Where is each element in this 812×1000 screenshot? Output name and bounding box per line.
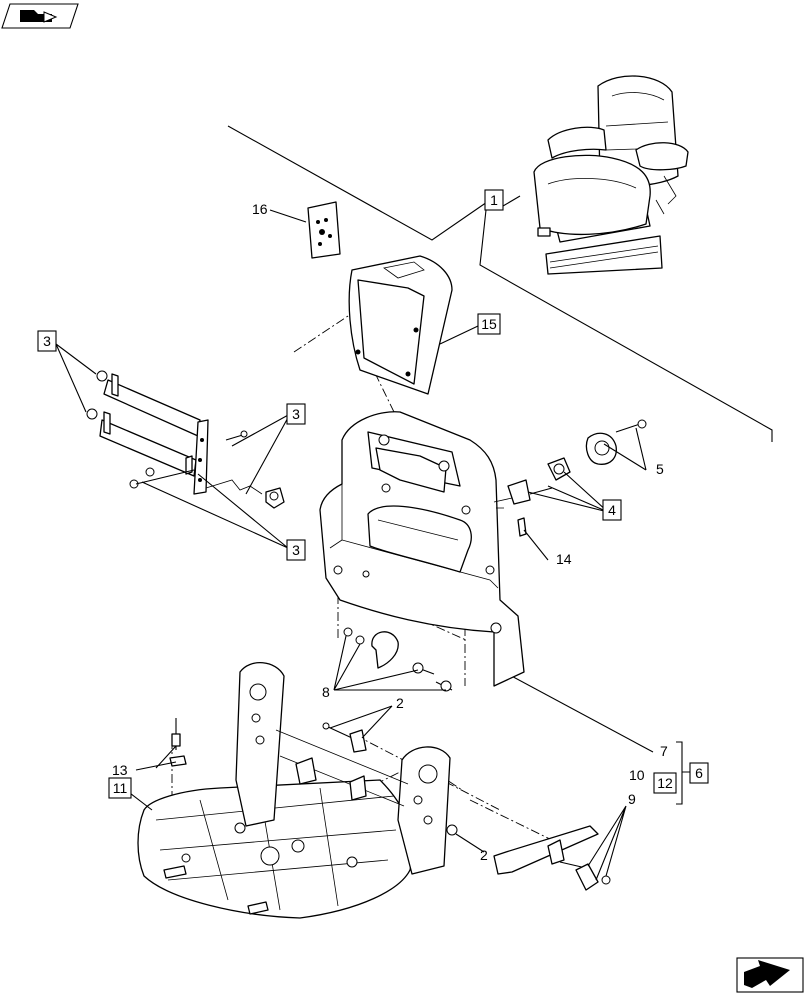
fasteners-part-8 [343,627,453,692]
callout-7: 7 [660,743,668,759]
next-page-arrow-icon[interactable] [736,957,804,993]
callout-15: 15 [477,313,501,335]
callout-16: 16 [252,201,268,217]
callout-9: 9 [628,791,636,807]
backrest-frame [319,411,525,687]
svg-text:1: 1 [490,192,498,208]
svg-text:13: 13 [112,762,128,778]
adjust-knob-parts [493,419,647,537]
callout-4: 4 [602,499,622,521]
complete-seat-illustration [533,75,689,275]
callout-5: 5 [656,461,664,477]
svg-text:9: 9 [628,791,636,807]
callout-1: 1 [484,189,504,211]
callout-12: 12 [653,772,677,794]
svg-text:14: 14 [556,551,572,567]
callout-6: 6 [689,762,709,784]
svg-text:4: 4 [608,502,616,518]
callout-2-bottom: 2 [480,847,488,863]
callout-2-top: 2 [396,695,404,711]
svg-text:2: 2 [480,847,488,863]
callout-8: 8 [322,684,330,700]
label-plate-part-16 [269,201,341,259]
svg-text:10: 10 [629,767,645,783]
seat-base-frame-part-11 [137,662,451,919]
book-arrow-icon[interactable] [1,3,79,29]
svg-text:16: 16 [252,201,268,217]
svg-text:6: 6 [695,765,703,781]
spacer-bolts-part-2 [322,722,458,836]
back-cover-part-15 [348,255,479,395]
svg-text:3: 3 [292,542,300,558]
callout-14: 14 [556,551,572,567]
slide-rails-part-3 [86,370,285,509]
callout-3-mid: 3 [286,403,306,425]
svg-text:5: 5 [656,461,664,477]
svg-text:8: 8 [322,684,330,700]
callout-11: 11 [108,777,132,799]
svg-text:3: 3 [292,406,300,422]
svg-text:2: 2 [396,695,404,711]
lever-parts-9-10 [493,825,611,891]
callout-3-top: 3 [37,330,57,352]
svg-text:15: 15 [481,316,497,332]
callout-3-bottom: 3 [286,539,306,561]
callout-13: 13 [112,762,128,778]
svg-text:7: 7 [660,743,668,759]
svg-text:11: 11 [113,780,128,796]
callout-10: 10 [629,767,645,783]
svg-text:3: 3 [43,333,51,349]
svg-text:12: 12 [657,775,673,791]
pin-part-13 [169,718,187,767]
